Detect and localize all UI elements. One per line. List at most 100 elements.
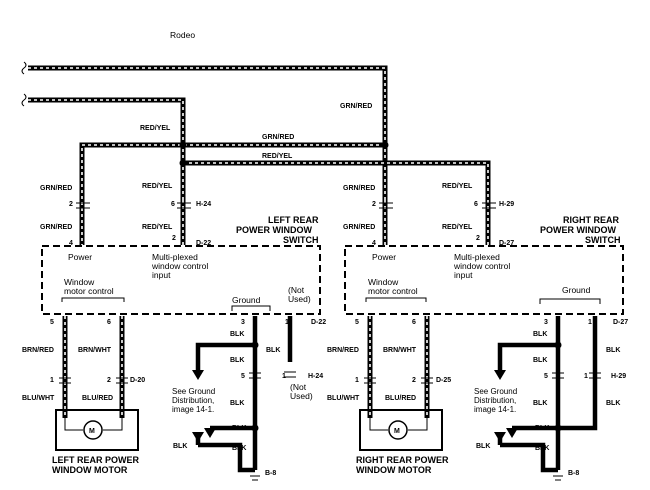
wire-label-blk-l2: BLK [230, 357, 244, 364]
conn-d22-top: D-22 [196, 240, 211, 247]
wire-label-blu-red-right: BLU/RED [385, 395, 416, 402]
wire-label-red-yel-left: RED/YEL [140, 125, 171, 132]
svg-text:motor control: motor control [64, 286, 114, 296]
pin-5-left-h24: 5 [241, 373, 245, 380]
right-ground-wires [494, 316, 601, 481]
svg-text:Distribution,: Distribution, [172, 396, 214, 405]
pin-5-right-h29: 5 [544, 373, 548, 380]
left-ground-note: See Ground Distribution, image 14-1. [172, 387, 215, 414]
right-mpx-label: Multi-plexed window control input [453, 252, 510, 280]
svg-text:Used): Used) [288, 294, 311, 304]
right-motor-control-label: Window motor control [368, 277, 418, 296]
left-motor-box: M [55, 409, 139, 451]
conn-h29: H-29 [499, 201, 514, 208]
wire-label-blk-r8: BLK [535, 445, 549, 452]
wire-label-blk-r2: BLK [533, 357, 547, 364]
pin-5-right-motor: 5 [355, 319, 359, 326]
svg-text:Distribution,: Distribution, [474, 396, 516, 405]
wire-label-blk-l4: BLK [230, 400, 244, 407]
wire-label-grn-red-mid: GRN/RED [262, 134, 294, 141]
wire-label-blk-r1: BLK [533, 331, 547, 338]
svg-text:SWITCH: SWITCH [283, 235, 319, 245]
svg-text:window control: window control [151, 261, 208, 271]
conn-h24: H-24 [196, 201, 211, 208]
svg-text:(Not: (Not [290, 382, 307, 392]
right-switch-box [344, 245, 624, 315]
left-motor-control-label: Window motor control [64, 277, 114, 296]
wire-label-blk-r7: BLK [476, 443, 490, 450]
wire-label-red-yel-mid: RED/YEL [262, 153, 293, 160]
left-motor-wires [59, 316, 128, 418]
right-motor-wires [364, 316, 433, 418]
model-title: Rodeo [170, 30, 195, 40]
pin-1-right-ground: 1 [588, 319, 592, 326]
wire-label-blk-r5: BLK [606, 400, 620, 407]
pin-4-left: 4 [69, 240, 73, 247]
pin-2-left-d20: 2 [107, 377, 111, 384]
left-switch-title: LEFT REAR POWER WINDOW SWITCH [236, 215, 319, 245]
pin-6-left-mpx: 6 [171, 201, 175, 208]
pin-1-right-d25: 1 [355, 377, 359, 384]
wire-label-blu-wht-right: BLU/WHT [327, 395, 360, 402]
wire-label-blu-red-left: BLU/RED [82, 395, 113, 402]
pin-2-right-mpx: 2 [476, 235, 480, 242]
svg-text:LEFT REAR POWER: LEFT REAR POWER [52, 455, 139, 465]
wire-label-brn-wht-left: BRN/WHT [78, 347, 112, 354]
pin-1-left-h24: 1 [282, 373, 286, 380]
wire-label-grn-red-r1: GRN/RED [343, 185, 375, 192]
pin-2-right-power: 2 [372, 201, 376, 208]
svg-text:image 14-1.: image 14-1. [474, 405, 516, 414]
conn-d27-bottom: D-27 [613, 319, 628, 326]
svg-text:Window: Window [368, 277, 399, 287]
pin-3-left-ground: 3 [241, 319, 245, 326]
svg-text:See Ground: See Ground [172, 387, 215, 396]
pin-1-right-h29: 1 [584, 373, 588, 380]
pin-6-left-motor: 6 [107, 319, 111, 326]
svg-text:POWER WINDOW: POWER WINDOW [236, 225, 312, 235]
splice-points [179, 141, 389, 167]
wire-label-blk-r3: BLK [606, 347, 620, 354]
right-power-label: Power [372, 252, 396, 262]
right-motor-box: M [359, 409, 443, 451]
pin-2-left-power: 2 [69, 201, 73, 208]
svg-text:See Ground: See Ground [474, 387, 517, 396]
left-mpx-label: Multi-plexed window control input [151, 252, 208, 280]
svg-text:SWITCH: SWITCH [585, 235, 621, 245]
pin-4-right: 4 [372, 240, 376, 247]
pin-5-left-motor: 5 [50, 319, 54, 326]
wire-label-brn-red-right: BRN/RED [327, 347, 359, 354]
conn-h29-bottom: H-29 [611, 373, 626, 380]
pin-2-right-d25: 2 [412, 377, 416, 384]
left-ground-wires [192, 316, 296, 481]
svg-text:Used): Used) [290, 391, 313, 401]
wire-label-red-yel-r2: RED/YEL [442, 224, 473, 231]
wire-label-red-yel-l1: RED/YEL [142, 183, 173, 190]
svg-text:RIGHT REAR POWER: RIGHT REAR POWER [356, 455, 449, 465]
wire-label-brn-wht-right: BRN/WHT [383, 347, 417, 354]
svg-text:Multi-plexed: Multi-plexed [454, 252, 500, 262]
right-motor-label: RIGHT REAR POWER WINDOW MOTOR [356, 455, 449, 475]
pin-6-right-motor: 6 [412, 319, 416, 326]
wire-label-blk-r6: BLK [535, 425, 549, 432]
left-motor-label: LEFT REAR POWER WINDOW MOTOR [52, 455, 139, 475]
wire-label-blk-l3: BLK [266, 347, 280, 354]
wire-label-blu-wht-left: BLU/WHT [22, 395, 55, 402]
right-switch-title: RIGHT REAR POWER WINDOW SWITCH [540, 215, 621, 245]
wire-label-brn-red-left: BRN/RED [22, 347, 54, 354]
conn-b8-right: B-8 [568, 470, 579, 477]
conn-h24-bottom: H-24 [308, 373, 323, 380]
conn-d20: D-20 [130, 377, 145, 384]
pin-3-right-ground: 3 [544, 319, 548, 326]
right-ground-note: See Ground Distribution, image 14-1. [474, 387, 517, 414]
left-switch-box [41, 245, 321, 315]
wire-label-blk-l5: BLK [232, 425, 246, 432]
motor-symbol-right: M [394, 428, 400, 435]
left-ground-label: Ground [232, 295, 261, 305]
wire-label-red-yel-l2: RED/YEL [142, 224, 173, 231]
svg-text:input: input [152, 270, 171, 280]
svg-text:LEFT REAR: LEFT REAR [268, 215, 319, 225]
conn-d25: D-25 [436, 377, 451, 384]
wire-label-blk-l1: BLK [230, 331, 244, 338]
connector-marks-top [76, 202, 496, 209]
wire-label-blk-r4: BLK [533, 400, 547, 407]
